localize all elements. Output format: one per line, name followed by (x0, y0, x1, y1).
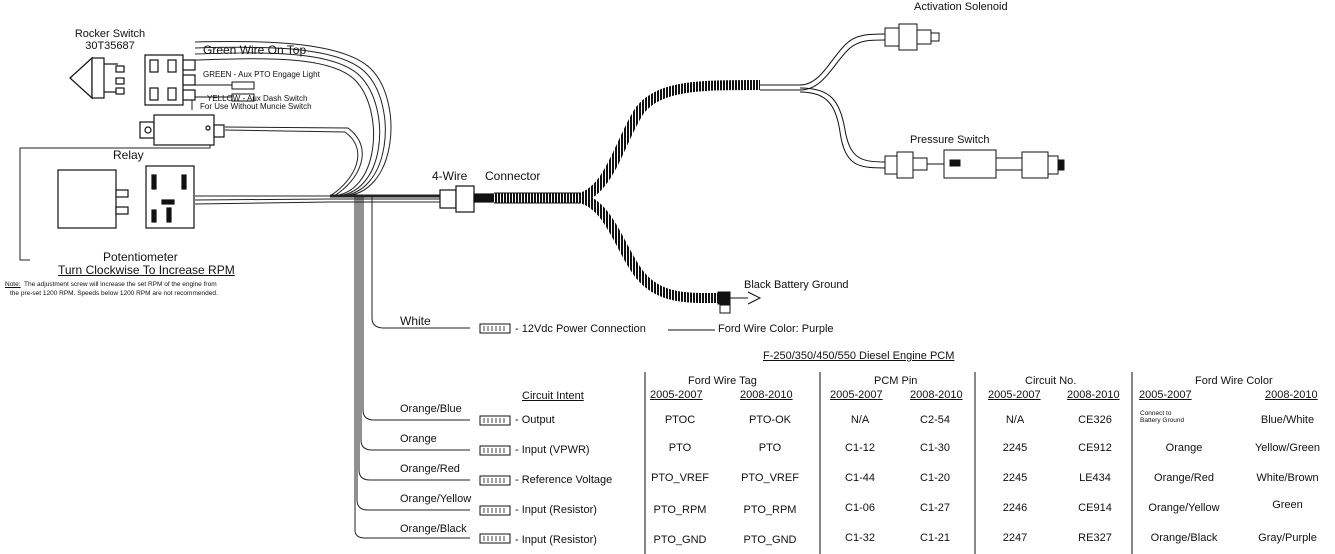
row-color-2005: Connect to Battery Ground (1140, 410, 1185, 424)
rocker-switch-label: Rocker Switch 30T35687 (55, 28, 165, 52)
row-circ-2008: RE327 (1078, 532, 1112, 544)
row-intent: - Input (Resistor) (515, 534, 597, 546)
four-wire-label: 4-Wire (432, 169, 468, 183)
row-color-2008: Yellow/Green (1254, 442, 1321, 454)
row-pin-2008: C1-20 (920, 472, 950, 484)
white-wire-label: White (400, 314, 431, 328)
yellow-wire-label: YELLOW - Aux Dash Switch (207, 94, 308, 103)
row-tag-2005: PTO_RPM (653, 504, 707, 516)
pressure-switch-label: Pressure Switch (910, 134, 990, 146)
group-ford-wire-tag: Ford Wire Tag (688, 375, 757, 387)
row-color-2008: Blue/White (1260, 414, 1315, 426)
year-color-2008: 2008-2010 (1265, 389, 1318, 401)
row-color-2008: Gray/Purple (1258, 532, 1317, 544)
row-pin-2005: N/A (850, 414, 870, 426)
row-circ-2005: 2247 (1002, 532, 1028, 544)
row-pin-2008: C1-30 (920, 442, 950, 454)
group-pcm-pin: PCM Pin (874, 375, 918, 387)
green-wire-top-label: Green Wire On Top (203, 43, 307, 57)
row-circ-2008: CE914 (1078, 502, 1112, 514)
group-ford-wire-color: Ford Wire Color (1195, 375, 1273, 387)
potentiometer-label: Potentiometer (103, 250, 178, 264)
row-wire: Orange/Black (400, 523, 467, 535)
year-circ-2005: 2005-2007 (988, 389, 1041, 401)
row-intent: - Output (515, 414, 555, 426)
year-tag-2005: 2005-2007 (650, 389, 703, 401)
row-color-2008: White/Brown (1256, 472, 1319, 484)
group-circuit-no: Circuit No. (1025, 375, 1077, 387)
row-circ-2005: N/A (1005, 414, 1025, 426)
black-battery-ground-label: Black Battery Ground (744, 279, 849, 291)
row-circ-2005: 2245 (1002, 442, 1028, 454)
circuit-intent-header: Circuit Intent (522, 390, 584, 402)
row-tag-2008: PTO-OK (749, 414, 791, 426)
row-pin-2005: C1-44 (845, 472, 875, 484)
note-text-1: The adjustment screw will increase the s… (24, 281, 217, 288)
row-pin-2008: C1-27 (920, 502, 950, 514)
row-pin-2005: C1-12 (845, 442, 875, 454)
row-color-2005: Orange/Yellow (1148, 502, 1220, 514)
row-pin-2005: C1-06 (845, 502, 875, 514)
year-circ-2008: 2008-2010 (1067, 389, 1120, 401)
row-color-2008: Green (1272, 499, 1303, 511)
year-tag-2008: 2008-2010 (740, 389, 793, 401)
potentiometer-note: Turn Clockwise To Increase RPM (58, 263, 235, 277)
adjustment-note: Note: The adjustment screw will increase… (5, 281, 217, 288)
row-color-2005: Orange/Black (1150, 532, 1218, 544)
row-tag-2008: PTO_VREF (741, 472, 799, 484)
green-wire-label: GREEN - Aux PTO Engage Light (203, 70, 320, 79)
relay-label: Relay (113, 148, 144, 162)
note-label: Note: (5, 281, 21, 288)
yellow-wire-sublabel: For Use Without Muncie Switch (200, 102, 312, 111)
row-tag-2005: PTO (668, 442, 692, 454)
row-wire: Orange/Yellow (400, 493, 472, 505)
year-pin-2005: 2005-2007 (830, 389, 883, 401)
rocker-switch-part: 30T35687 (85, 40, 135, 52)
row-tag-2008: PTO_RPM (743, 504, 797, 516)
row-intent: - Input (Resistor) (515, 504, 597, 516)
row-wire: Orange/Blue (400, 403, 462, 415)
row-tag-2008: PTO_GND (743, 534, 797, 546)
row-circ-2005: 2246 (1002, 502, 1028, 514)
connector-label: Connector (485, 169, 541, 183)
row-tag-2005: PTO_VREF (651, 472, 709, 484)
row-intent: - Input (VPWR) (515, 444, 590, 456)
row-pin-2008: C1-21 (920, 532, 950, 544)
row-pin-2005: C1-32 (845, 532, 875, 544)
note-text-2: the pre-set 1200 RPM. Speeds below 1200 … (10, 290, 218, 297)
power-connection-label: - 12Vdc Power Connection (515, 323, 646, 335)
row-tag-2005: PTO_GND (653, 534, 707, 546)
row-color-2005: Orange/Red (1154, 472, 1214, 484)
row-pin-2008: C2-54 (920, 414, 950, 426)
row-circ-2008: CE912 (1078, 442, 1112, 454)
row-circ-2008: LE434 (1079, 472, 1111, 484)
row-circ-2005: 2245 (1002, 472, 1028, 484)
row-tag-2005: PTOC (664, 414, 696, 426)
year-color-2005: 2005-2007 (1139, 389, 1192, 401)
row-color-2005: Orange (1165, 442, 1203, 454)
row-wire: Orange/Red (400, 463, 460, 475)
row-wire: Orange (400, 433, 437, 445)
row-circ-2008: CE326 (1078, 414, 1112, 426)
row-tag-2008: PTO (758, 442, 782, 454)
rocker-switch-name: Rocker Switch (74, 28, 146, 40)
row-intent: - Reference Voltage (515, 474, 613, 486)
ford-wire-color-purple: Ford Wire Color: Purple (718, 323, 834, 335)
year-pin-2008: 2008-2010 (910, 389, 963, 401)
activation-solenoid-label: Activation Solenoid (914, 1, 1008, 13)
table-title: F-250/350/450/550 Diesel Engine PCM (763, 350, 955, 362)
